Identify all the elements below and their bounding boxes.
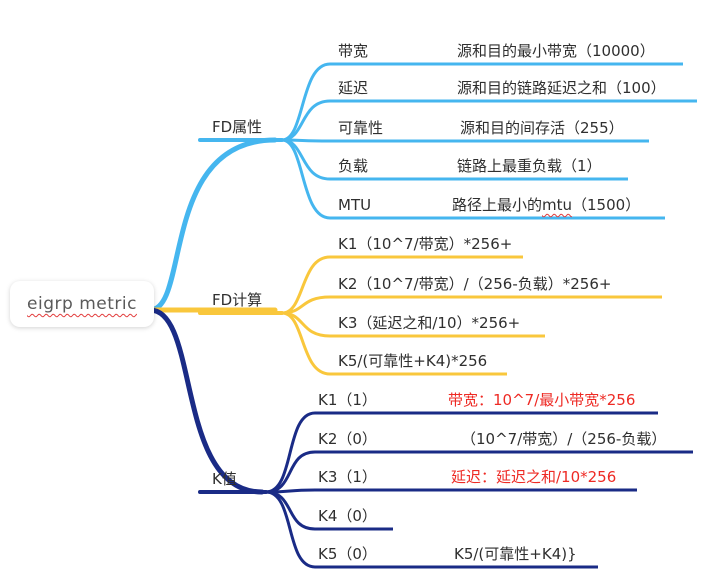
- k-item-name-k3[interactable]: K3（1）: [318, 468, 377, 486]
- fd-attr-name-load[interactable]: 负载: [338, 157, 369, 175]
- connector-fdcalc-4: [281, 311, 507, 376]
- k-item-desc-k3: 延迟：延迟之和/10*256: [451, 468, 617, 486]
- connector-fdattr-2: [281, 99, 697, 142]
- k-item-name-k1[interactable]: K1（1）: [318, 391, 377, 409]
- connector-fdcalc-1: [281, 255, 523, 315]
- k-item-desc-k1: 带宽：10^7/最小带宽*256: [448, 391, 636, 409]
- connector-k-3: [265, 488, 637, 494]
- fd-attr-name-mtu[interactable]: MTU: [338, 196, 372, 214]
- k-item-name-k4[interactable]: K4（0）: [318, 507, 377, 525]
- fd-attr-desc-bandwidth: 源和目的最小带宽（10000）: [457, 42, 655, 60]
- fd-calc-item-k3[interactable]: K3（延迟之和/10）*256+: [338, 314, 521, 332]
- connector-root-k: [147, 307, 265, 495]
- fd-attr-desc-mtu-pre: 路径上最小的: [452, 196, 543, 214]
- k-item-desc-k5: K5/(可靠性+K4)}: [454, 545, 577, 563]
- fd-attr-desc-load: 链路上最重负载（1）: [457, 157, 602, 175]
- connector-k-2: [265, 450, 693, 494]
- fd-attr-name-reliability[interactable]: 可靠性: [338, 119, 384, 137]
- connector-fdattr-5: [281, 138, 665, 220]
- branch-fd-attr-label[interactable]: FD属性: [212, 118, 263, 136]
- fd-attr-name-delay[interactable]: 延迟: [338, 79, 369, 97]
- connector-k-1: [265, 411, 658, 494]
- fd-calc-item-k5[interactable]: K5/(可靠性+K4)*256: [338, 352, 488, 370]
- fd-calc-item-k2[interactable]: K2（10^7/带宽）/（256-负载）*256+: [338, 275, 612, 293]
- fd-attr-desc-delay: 源和目的链路延迟之和（100）: [457, 79, 666, 97]
- fd-attr-desc-mtu: 路径上最小的mtu（1500）: [452, 196, 640, 214]
- branch-fd-calc-label[interactable]: FD计算: [212, 291, 263, 309]
- k-item-desc-k2: （10^7/带宽）/（256-负载）: [461, 430, 667, 448]
- fd-attr-desc-mtu-word: mtu: [542, 196, 573, 214]
- connector-fdattr-3: [281, 138, 649, 143]
- k-item-name-k2[interactable]: K2（0）: [318, 430, 377, 448]
- connector-fdattr-1: [281, 62, 683, 142]
- root-node[interactable]: eigrp metric: [10, 281, 154, 327]
- fd-calc-item-k1[interactable]: K1（10^7/带宽）*256+: [338, 235, 513, 253]
- root-label: eigrp metric: [27, 294, 137, 314]
- branch-k-values-label[interactable]: K值: [212, 470, 237, 488]
- k-item-name-k5[interactable]: K5（0）: [318, 545, 377, 563]
- fd-attr-name-bandwidth[interactable]: 带宽: [338, 42, 369, 60]
- connector-root-fdattr: [147, 137, 278, 313]
- fd-attr-desc-mtu-post: （1500）: [572, 196, 641, 214]
- connector-fdcalc-2: [281, 295, 662, 315]
- fd-attr-desc-reliability: 源和目的间存活（255）: [460, 119, 624, 137]
- connector-k-5: [265, 490, 598, 569]
